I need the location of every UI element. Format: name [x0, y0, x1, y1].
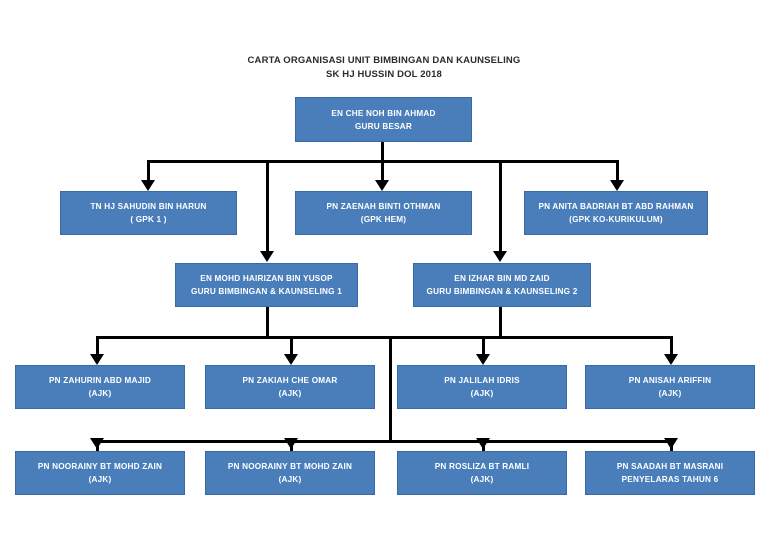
arrow-to-bottom-2 [284, 438, 298, 449]
arrow-to-counselor-1 [260, 251, 274, 262]
node-gpk-1[interactable]: TN HJ SAHUDIN BIN HARUN ( GPK 1 ) [60, 191, 237, 235]
node-ajk-5[interactable]: PN NOORAINY BT MOHD ZAIN (AJK) [15, 451, 185, 495]
arrow-to-gpk-hem [375, 180, 389, 191]
connector-ajk-2-drop [290, 336, 293, 356]
node-ajk-4[interactable]: PN ANISAH ARIFFIN (AJK) [585, 365, 755, 409]
connector-bottom-2-drop [290, 440, 293, 458]
arrow-to-gpk-1 [141, 180, 155, 191]
arrow-to-ajk-2 [284, 354, 298, 365]
node-principal[interactable]: EN CHE NOH BIN AHMAD GURU BESAR [295, 97, 472, 142]
node-counselor-2-role: GURU BIMBINGAN & KAUNSELING 2 [426, 287, 578, 296]
connector-ajk-1-drop [96, 336, 99, 356]
arrow-to-ajk-4 [664, 354, 678, 365]
connector-counselor-2-drop [499, 160, 502, 253]
connector-counselor-1-drop [266, 160, 269, 253]
connector-bottom-4-drop [670, 440, 673, 458]
node-ajk-5-role: (AJK) [88, 475, 112, 484]
node-ajk-3[interactable]: PN JALILAH IDRIS (AJK) [397, 365, 567, 409]
connector-gpk-right-drop [616, 160, 619, 182]
connector-gpk-left-drop [147, 160, 150, 182]
node-counselor-1-name: EN MOHD HAIRIZAN BIN YUSOP [200, 274, 333, 283]
node-gpk-hem-name: PN ZAENAH BINTI OTHMAN [326, 202, 441, 211]
chart-title-line-1: CARTA ORGANISASI UNIT BIMBINGAN DAN KAUN… [247, 55, 521, 66]
node-penyelaras-tahun-6[interactable]: PN SAADAH BT MASRANI PENYELARAS TAHUN 6 [585, 451, 755, 495]
node-ajk-1-role: (AJK) [88, 389, 112, 398]
connector-ajk-4-drop [670, 336, 673, 356]
node-ajk-2[interactable]: PN ZAKIAH CHE OMAR (AJK) [205, 365, 375, 409]
node-counselor-1[interactable]: EN MOHD HAIRIZAN BIN YUSOP GURU BIMBINGA… [175, 263, 358, 307]
chart-title: CARTA ORGANISASI UNIT BIMBINGAN DAN KAUN… [0, 54, 768, 82]
arrow-to-bottom-4 [664, 438, 678, 449]
node-gpk-kokurikulum-role: (GPK KO-KURIKULUM) [569, 215, 663, 224]
arrow-to-counselor-2 [493, 251, 507, 262]
connector-bottom-feed [389, 336, 392, 443]
node-ajk-7-role: (AJK) [470, 475, 494, 484]
connector-principal-stem [381, 141, 384, 163]
node-principal-role: GURU BESAR [354, 121, 413, 131]
arrow-to-ajk-3 [476, 354, 490, 365]
node-ajk-2-role: (AJK) [278, 389, 302, 398]
connector-bottom-bus [96, 440, 673, 443]
connector-bottom-3-drop [482, 440, 485, 458]
node-gpk-1-name: TN HJ SAHUDIN BIN HARUN [90, 202, 207, 211]
node-ajk-2-name: PN ZAKIAH CHE OMAR [242, 376, 338, 385]
node-ajk-7-name: PN ROSLIZA BT RAMLI [434, 462, 530, 471]
connector-counselor-1-stem [266, 307, 269, 336]
node-gpk-hem[interactable]: PN ZAENAH BINTI OTHMAN (GPK HEM) [295, 191, 472, 235]
node-counselor-2[interactable]: EN IZHAR BIN MD ZAID GURU BIMBINGAN & KA… [413, 263, 591, 307]
node-ajk-5-name: PN NOORAINY BT MOHD ZAIN [37, 462, 163, 471]
connector-ajk-3-drop [482, 336, 485, 356]
arrow-to-bottom-1 [90, 438, 104, 449]
node-ajk-4-name: PN ANISAH ARIFFIN [628, 376, 712, 385]
node-penyelaras-tahun-6-name: PN SAADAH BT MASRANI [616, 462, 724, 471]
node-counselor-2-name: EN IZHAR BIN MD ZAID [454, 274, 550, 283]
connector-ajk-bus [96, 336, 673, 339]
node-ajk-4-role: (AJK) [658, 389, 682, 398]
node-ajk-3-name: PN JALILAH IDRIS [444, 376, 520, 385]
node-penyelaras-tahun-6-role: PENYELARAS TAHUN 6 [621, 475, 719, 484]
connector-gpk-mid-drop [381, 160, 384, 182]
node-ajk-6[interactable]: PN NOORAINY BT MOHD ZAIN (AJK) [205, 451, 375, 495]
node-gpk-kokurikulum[interactable]: PN ANITA BADRIAH BT ABD RAHMAN (GPK KO-K… [524, 191, 708, 235]
node-ajk-6-role: (AJK) [278, 475, 302, 484]
connector-bottom-1-drop [96, 440, 99, 458]
node-ajk-3-role: (AJK) [470, 389, 494, 398]
arrow-to-ajk-1 [90, 354, 104, 365]
node-ajk-1-name: PN ZAHURIN ABD MAJID [49, 376, 151, 385]
node-counselor-1-role: GURU BIMBINGAN & KAUNSELING 1 [191, 287, 342, 296]
node-principal-name: EN CHE NOH BIN AHMAD [331, 108, 436, 118]
node-ajk-1[interactable]: PN ZAHURIN ABD MAJID (AJK) [15, 365, 185, 409]
node-gpk-hem-role: (GPK HEM) [360, 215, 407, 224]
node-gpk-kokurikulum-name: PN ANITA BADRIAH BT ABD RAHMAN [538, 202, 694, 211]
chart-title-line-2: SK HJ HUSSIN DOL 2018 [326, 69, 442, 80]
node-ajk-7[interactable]: PN ROSLIZA BT RAMLI (AJK) [397, 451, 567, 495]
node-gpk-1-role: ( GPK 1 ) [130, 215, 167, 224]
arrow-to-gpk-koku [610, 180, 624, 191]
arrow-to-bottom-3 [476, 438, 490, 449]
node-ajk-6-name: PN NOORAINY BT MOHD ZAIN [227, 462, 353, 471]
connector-counselor-2-stem [499, 307, 502, 336]
